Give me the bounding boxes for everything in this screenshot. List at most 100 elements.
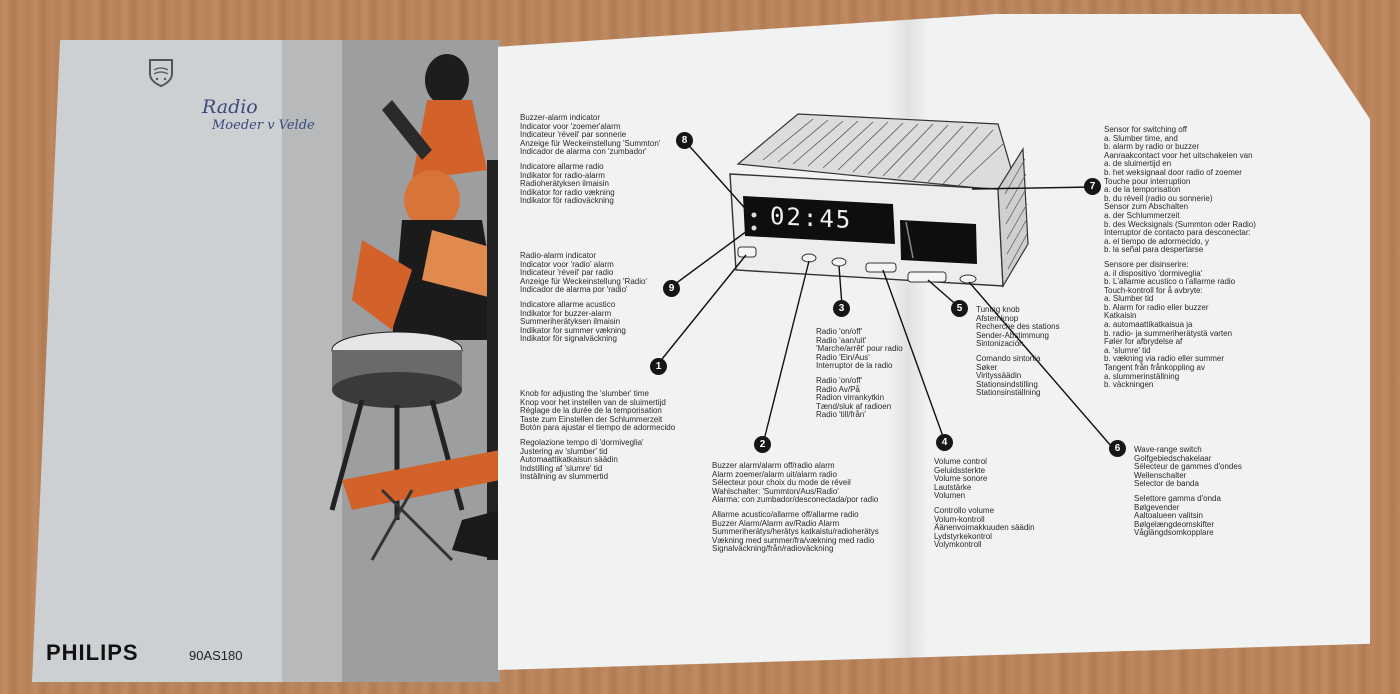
text-line: b. väckningen: [1104, 380, 1154, 390]
text-line: Indicateur 'réveil' par sonnerie: [520, 130, 627, 140]
text-line: Føler for afbrydelse af: [1104, 337, 1183, 347]
callout-3: 3: [833, 300, 850, 317]
text-line: Indicateur 'réveil' par radio: [520, 268, 614, 278]
text-line: Comando sintonia: [976, 353, 1041, 363]
text-line: 'Marche/arrêt' pour radio: [816, 344, 903, 354]
text-line: Radio-alarm indicator: [520, 251, 597, 260]
text-line: Wahlschalter: 'Summton/Aus/Radio': [712, 486, 839, 496]
text-line: Radio Av/På: [816, 384, 860, 394]
text-line: Touch-kontroll for å avbryte:: [1104, 285, 1203, 295]
text-line: Lydstyrkekontrol: [934, 531, 992, 541]
text-line: Volume control: [934, 457, 987, 466]
callout-2: 2: [754, 436, 771, 453]
text-line: Interruptor de contacto para desconectar…: [1104, 228, 1251, 238]
text-line: Buzzer alarm/alarm off/radio alarm: [712, 461, 835, 470]
text-line: Botón para ajustar el tiempo de adormeci…: [520, 423, 676, 433]
text-line: Sensor for switching off: [1104, 125, 1188, 134]
text-line: Radio 'Ein/Aus': [816, 352, 870, 362]
handwritten-note-line2: Moeder v Velde: [212, 118, 315, 133]
booklet-cover: Radio Moeder v Velde PHILIPS 90AS180: [32, 40, 500, 682]
philips-shield-logo: [149, 59, 173, 88]
text-line: Indikator for radio-alarm: [520, 170, 605, 180]
text-line: Indicatore allarme acustico: [520, 299, 616, 309]
text-line: Afstemknop: [976, 313, 1019, 323]
handwritten-note-line1: Radio: [202, 96, 258, 118]
text-line: Indikator for buzzer-alarm: [520, 308, 612, 318]
text-line: Indicatore allarme radio: [520, 161, 604, 171]
text-line: b. alarm by radio or buzzer: [1104, 142, 1200, 152]
text-line: Sender-Abstimmung: [976, 330, 1049, 340]
text-line: Radion virrankytkin: [816, 393, 885, 403]
text-line: a. el tiempo de adormecido, y: [1104, 236, 1209, 246]
text-line: Indicador de alarma por 'radio': [520, 285, 628, 295]
text-line: Søker: [976, 362, 998, 372]
text-line: Réglage de la durée de la temporisation: [520, 406, 662, 416]
text-line: Radio 'on/off': [816, 327, 863, 336]
callout-1: 1: [650, 358, 667, 375]
text-line: Buzzer Alarm/Alarm av/Radio Alarm: [712, 518, 840, 528]
text-line: Knob for adjusting the 'slumber' time: [520, 389, 649, 398]
text-line: Aaltoalueen valitsin: [1134, 511, 1203, 521]
text-line: Justering av 'slumber' tid: [520, 446, 608, 456]
text-line: b. vækning via radio eller summer: [1104, 354, 1225, 364]
text-line: a. automaattikatkaisua ja: [1104, 320, 1193, 330]
text-line: Sélecteur pour choix du mode de réveil: [712, 478, 851, 488]
text-line: Indstilling af 'slumre' tid: [520, 463, 603, 473]
radio-onoff-text: Radio 'on/off'Radio 'aan/uit''Marche/arr…: [816, 327, 903, 420]
text-line: Indikator for radio vækning: [520, 187, 615, 197]
text-line: Indikator for summer vækning: [520, 325, 626, 335]
text-line: Summeriherätys/herätys katkaistu/radiohe…: [712, 527, 879, 537]
text-line: Radio 'till/från': [816, 410, 866, 420]
text-line: a. slummerinställning: [1104, 371, 1180, 381]
callout-8: 8: [676, 132, 693, 149]
text-line: Buzzer-alarm indicator: [520, 113, 601, 122]
text-line: Stationsinställning: [976, 388, 1041, 398]
text-line: Aanraakcontact voor het uitschakelen van: [1104, 150, 1253, 160]
manual-inside-spread: 8 9 1 2 3 4 5 6 7 02:45 Buzzer-alarm ind…: [498, 14, 1370, 670]
philips-wordmark: PHILIPS: [46, 640, 139, 665]
text-line: b. du réveil (radio ou sonnerie): [1104, 193, 1213, 203]
text-line: Automaattikatkaisun säädin: [520, 455, 618, 465]
text-line: Regolazione tempo di 'dormiveglia': [520, 437, 644, 447]
callout-6: 6: [1109, 440, 1126, 457]
text-line: b. het weksignaal door radio of zoemer: [1104, 167, 1242, 177]
text-line: Sensor zum Abschalten: [1104, 202, 1189, 212]
text-line: Äänenvoimakkuuden säädin: [934, 523, 1035, 533]
text-line: Indicator voor 'radio' alarm: [520, 259, 614, 269]
text-line: Wellenschalter: [1134, 470, 1187, 480]
text-line: Tangent från frånkoppling av: [1104, 363, 1205, 373]
text-line: Volume sonore: [934, 474, 988, 484]
text-line: Tuning knob: [976, 305, 1020, 314]
callout-5: 5: [951, 300, 968, 317]
text-line: a. il dispositivo 'dormiveglia': [1104, 268, 1203, 278]
callout-7: 7: [1084, 178, 1101, 195]
clock-display-time: 02:45: [770, 201, 853, 235]
text-line: Interruptor de la radio: [816, 361, 893, 371]
callout-9: 9: [663, 280, 680, 297]
text-line: a. de sluimertijd en: [1104, 159, 1172, 169]
text-line: Volumen: [934, 491, 966, 501]
text-line: Volum-kontroll: [934, 514, 985, 524]
text-line: Tænd/sluk af radioen: [816, 401, 892, 411]
text-line: a. 'slumre' tid: [1104, 345, 1151, 355]
text-line: Vækning med summer/fra/vækning med radio: [712, 535, 875, 545]
text-line: b. des Wecksignals (Summton oder Radio): [1104, 219, 1256, 229]
text-line: Golfgebiedschakelaar: [1134, 453, 1212, 463]
text-line: Sélecteur de gammes d'ondes: [1134, 462, 1242, 472]
text-line: Summeriherätyksen ilmaisin: [520, 317, 621, 327]
text-line: b. L'allarme acustico o l'allarme radio: [1104, 277, 1236, 287]
text-line: a. der Schlummerzeit: [1104, 210, 1180, 220]
text-line: Selector de banda: [1134, 479, 1199, 489]
model-number: 90AS180: [189, 648, 243, 663]
text-line: Indicator voor 'zoemer'alarm: [520, 121, 621, 131]
text-line: Anzeige für Weckeinstellung 'Summton': [520, 138, 661, 148]
text-line: Radio 'aan/uit': [816, 335, 867, 345]
text-line: Radio 'on/off': [816, 375, 863, 385]
text-line: Alarma: con zumbador/desconectada/por ra…: [712, 495, 879, 505]
